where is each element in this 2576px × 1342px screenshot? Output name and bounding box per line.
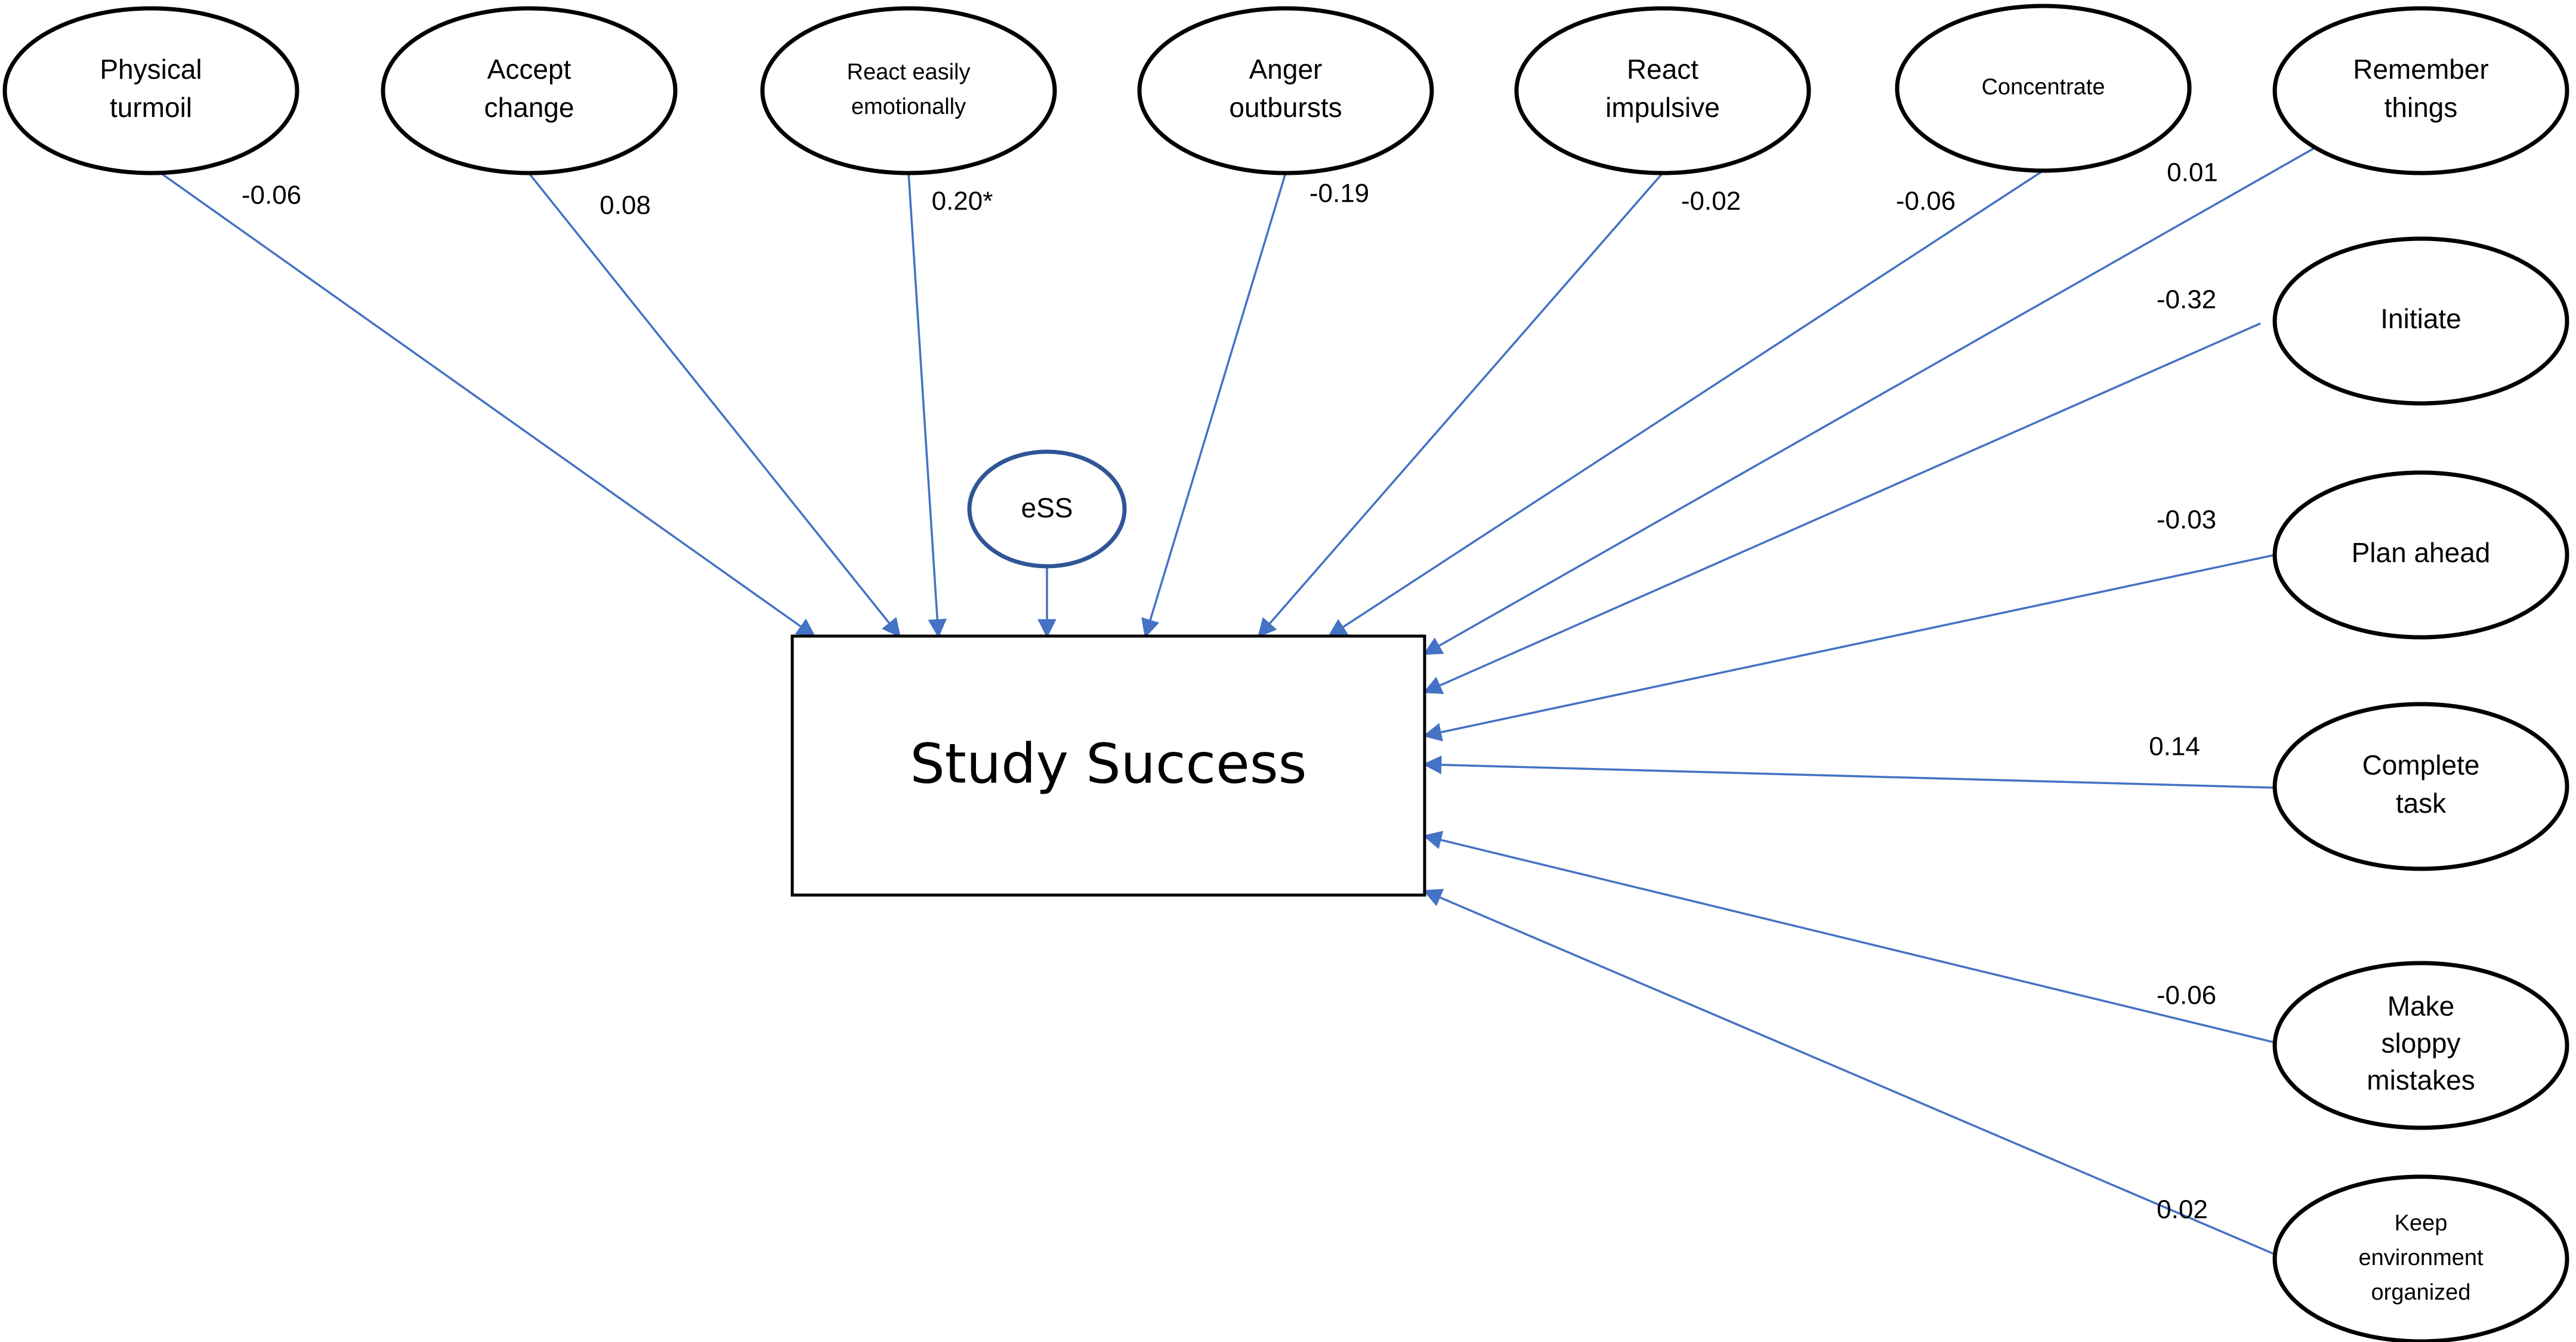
path-arrow-complete-task [1422, 755, 2275, 789]
path-arrow-accept-change [529, 173, 901, 638]
error-term-node: eSS [967, 449, 1127, 569]
predictor-label: outbursts [1229, 92, 1342, 123]
coefficients-layer: -0.06 0.08 0.20* -0.19 -0.02 -0.06 0.01 -0.32 -0… [242, 158, 2218, 1224]
predictor-label: turmoil [110, 92, 192, 123]
predictor-node-make-sloppy-mistakes: Make sloppy mistakes [2272, 961, 2569, 1130]
predictor-ellipse [2272, 961, 2569, 1130]
path-coefficient-react-easily-emotionally: 0.20* [932, 187, 993, 216]
path-arrow-remember-things [1423, 145, 2318, 655]
predictor-label: React easily [847, 60, 971, 85]
predictor-ellipse [760, 6, 1057, 175]
predictor-label: things [2385, 92, 2458, 123]
path-arrow-concentrate [1327, 169, 2044, 637]
predictor-node-react-easily-emotionally: React easily emotionally [760, 6, 1057, 175]
predictor-node-remember-things: Remember things [2272, 6, 2569, 175]
predictor-label: Accept [487, 54, 572, 85]
path-arrow-anger-outbursts [1141, 172, 1287, 638]
path-arrow-initiate [1423, 322, 2261, 694]
predictor-node-accept-change: Accept change [381, 6, 678, 175]
path-coefficient-keep-environment-organized: 0.02 [2157, 1195, 2208, 1224]
path-coefficient-initiate: -0.32 [2157, 285, 2216, 314]
predictor-label: Initiate [2380, 303, 2461, 334]
predictor-label: Complete [2362, 749, 2480, 780]
predictor-node-initiate: Initiate [2272, 236, 2569, 406]
path-coefficient-remember-things: 0.01 [2167, 158, 2218, 187]
predictor-node-concentrate: Concentrate [1895, 4, 2192, 173]
predictor-label: impulsive [1605, 92, 1720, 123]
nodes-layer: Physical turmoil Accept change React easily e… [2, 4, 2569, 1342]
path-arrow-react-impulsive [1257, 172, 1664, 638]
path-arrow-plan-ahead [1422, 554, 2275, 742]
predictor-node-react-impulsive: React impulsive [1514, 6, 1811, 175]
path-arrow-make-sloppy-mistakes [1422, 831, 2275, 1044]
path-arrow-react-easily-emotionally [907, 172, 947, 638]
predictor-ellipse [1514, 6, 1811, 175]
outcome-box [790, 634, 1426, 897]
predictor-ellipse [381, 6, 678, 175]
path-coefficient-react-impulsive: -0.02 [1681, 187, 1741, 216]
error-term-ellipse [967, 449, 1127, 569]
predictor-label: Remember [2353, 54, 2489, 85]
outcome-node: Study Success [790, 634, 1426, 897]
predictor-ellipse [1895, 4, 2192, 173]
predictor-label: Physical [100, 54, 202, 85]
predictor-node-complete-task: Complete task [2272, 702, 2569, 871]
predictor-node-physical-turmoil: Physical turmoil [2, 6, 299, 175]
paths-layer [153, 145, 2318, 1255]
predictor-label: sloppy [2382, 1028, 2461, 1059]
predictor-ellipse [2272, 1174, 2569, 1342]
path-coefficient-concentrate: -0.06 [1896, 187, 1956, 216]
path-arrow-physical-turmoil [153, 167, 816, 637]
predictor-label: Anger [1249, 54, 1323, 85]
predictor-label: React [1627, 54, 1698, 85]
path-coefficient-anger-outbursts: -0.19 [1309, 179, 1369, 208]
path-coefficient-physical-turmoil: -0.06 [242, 181, 301, 210]
predictor-node-anger-outbursts: Anger outbursts [1137, 6, 1434, 175]
predictor-node-keep-environment-organized: Keep environment organized [2272, 1174, 2569, 1342]
outcome-label: Study Success [910, 732, 1306, 795]
predictor-label: emotionally [851, 94, 966, 119]
predictor-label: Make [2387, 991, 2454, 1022]
predictor-label: task [2396, 788, 2447, 819]
path-coefficient-complete-task: 0.14 [2149, 732, 2200, 761]
predictor-label: Keep [2395, 1211, 2448, 1236]
predictor-ellipse [2272, 6, 2569, 175]
predictor-ellipse [2, 6, 299, 175]
predictor-ellipse [2272, 702, 2569, 871]
error-term-label: eSS [1021, 492, 1073, 523]
predictor-label: change [484, 92, 574, 123]
predictor-ellipse [1137, 6, 1434, 175]
predictor-label: organized [2371, 1280, 2471, 1305]
predictor-label: Concentrate [1981, 75, 2105, 100]
path-arrow-keep-environment-organized [1423, 889, 2275, 1255]
predictor-label: mistakes [2367, 1065, 2475, 1096]
predictor-label: Plan ahead [2352, 537, 2491, 568]
predictor-ellipse [2272, 236, 2569, 406]
predictor-label: environment [2358, 1245, 2484, 1270]
predictor-node-plan-ahead: Plan ahead [2272, 470, 2569, 640]
path-coefficient-plan-ahead: -0.03 [2157, 505, 2216, 535]
path-coefficient-make-sloppy-mistakes: -0.06 [2157, 981, 2216, 1010]
path-coefficient-accept-change: 0.08 [600, 191, 651, 220]
predictor-ellipse [2272, 470, 2569, 640]
